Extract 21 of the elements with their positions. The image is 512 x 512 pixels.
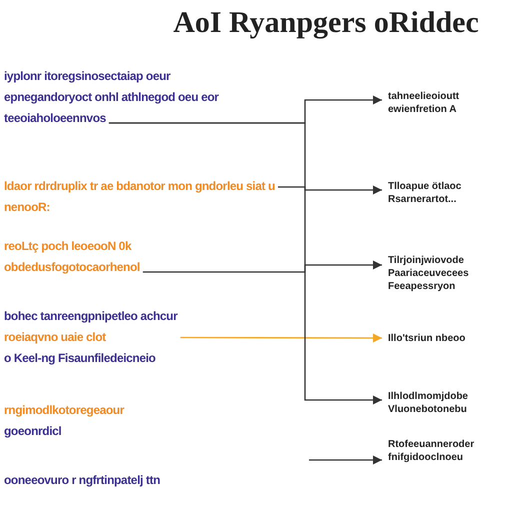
arrow [142, 260, 382, 273]
statement-text: bohec tanreengpnipetleo achcur [4, 308, 178, 325]
statement-text: o Keel-ng Fisaunfiledeicneio [4, 350, 156, 367]
statement-text: roeiaqvno uaie clot [4, 329, 107, 346]
note-text: ooneeovuro r ngfrtinpatelj ttn [4, 472, 161, 489]
arrow [180, 333, 382, 342]
description-text: tahneelieoioutt ewienfretion A [388, 90, 460, 116]
statement-text: reoLtç poch leoeooN 0k obdedusfogotocaorhenol [4, 238, 141, 276]
description-text: Ilhlodlmomjdobe Vluonebotonebu [388, 390, 469, 416]
description-text: Illo'tsriun nbeoo [388, 332, 466, 345]
title: AoI Ryanpgers oRiddec [172, 6, 480, 40]
arrow [309, 456, 382, 464]
description-text: Tilrjoinjwiovode Paariaceuvecees Feeapessryon [388, 254, 470, 293]
arrow [108, 122, 382, 404]
statement-text: iyplonr itoregsinosectaiap oeur epnegandoryoct onhl athlnegod oeu eor teeoiaholoeennvos [4, 68, 220, 127]
statement-text: goeonrdicl [4, 423, 62, 440]
description-text: Tlloapue ötlaoc Rsarnerartot... [388, 180, 462, 206]
statement-text: rngimodlkotoregeaour [4, 402, 124, 419]
description-text: Rtofeeuanneroder fnifgidooclnoeu [388, 438, 476, 464]
arrow [278, 186, 382, 194]
statement-text: ldaor rdrdruplix tr ae bdanotor mon gndorleu siat u nenooR: [4, 178, 276, 216]
